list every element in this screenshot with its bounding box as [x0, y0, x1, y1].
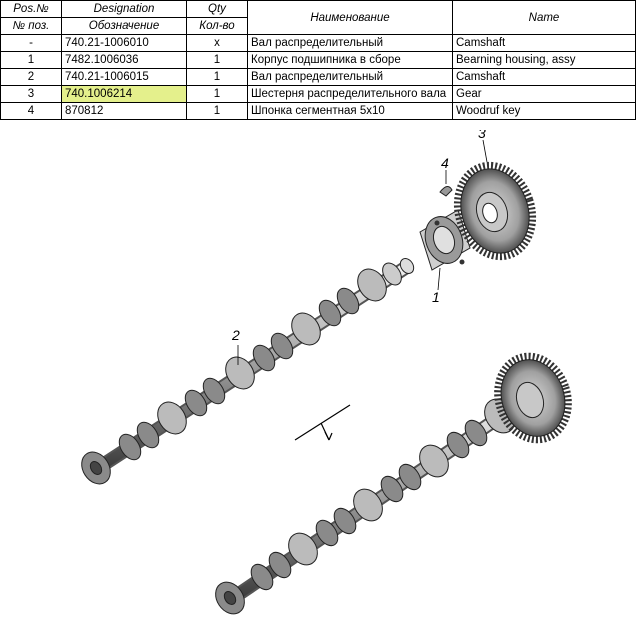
- cell-qty: 1: [186, 85, 248, 103]
- cell-name-en: Bearning housing, assy: [452, 51, 636, 69]
- cell-qty: x: [186, 34, 248, 52]
- table-row: - 740.21-1006010 x Вал распределительный…: [0, 34, 636, 52]
- header-qty-ru: Кол-во: [186, 17, 248, 35]
- cell-name-ru: Вал распределительный: [247, 34, 453, 52]
- woodruff-key: [439, 186, 453, 197]
- table-row: 2 740.21-1006015 1 Вал распределительный…: [0, 68, 636, 86]
- parts-table: Pos.№ Designation Qty Наименование Name …: [0, 0, 636, 120]
- table-row: 4 870812 1 Шпонка сегментная 5x10 Woodru…: [0, 102, 636, 120]
- cell-name-en: Camshaft: [452, 68, 636, 86]
- cell-name-ru: Шпонка сегментная 5x10: [247, 102, 453, 120]
- table-header-row-top: Pos.№ Designation Qty Наименование Name: [0, 0, 636, 35]
- cell-qty: 1: [186, 68, 248, 86]
- cell-name-en: Camshaft: [452, 34, 636, 52]
- table-row-highlighted: 3 740.1006214 1 Шестерня распределительн…: [0, 85, 636, 103]
- cell-designation-highlighted: 740.1006214: [61, 85, 187, 103]
- bearing-housing: [419, 209, 471, 271]
- cell-pos: 2: [0, 68, 62, 86]
- header-name-en: Name: [452, 0, 636, 35]
- cell-designation: 7482.1006036: [61, 51, 187, 69]
- cell-name-en: Gear: [452, 85, 636, 103]
- camshaft-upper: [81, 258, 415, 485]
- camshaft-lower: [215, 352, 572, 615]
- cell-pos: -: [0, 34, 62, 52]
- cell-pos: 4: [0, 102, 62, 120]
- callout-3: 3: [478, 130, 486, 141]
- callout-leaders: [237, 139, 488, 365]
- header-name-ru: Наименование: [247, 0, 453, 35]
- cell-qty: 1: [186, 102, 248, 120]
- cell-name-en: Woodruf key: [452, 102, 636, 120]
- cell-designation: 740.21-1006015: [61, 68, 187, 86]
- header-designation-en: Designation: [61, 0, 187, 18]
- gear-upper: [453, 161, 537, 261]
- cell-pos: 1: [0, 51, 62, 69]
- callout-4: 4: [441, 155, 449, 171]
- direction-arrow: [294, 404, 351, 441]
- header-qty-en: Qty: [186, 0, 248, 18]
- cell-name-ru: Корпус подшипника в сборе: [247, 51, 453, 69]
- table-row: 1 7482.1006036 1 Корпус подшипника в сбо…: [0, 51, 636, 69]
- cell-designation: 870812: [61, 102, 187, 120]
- cell-designation: 740.21-1006010: [61, 34, 187, 52]
- cell-qty: 1: [186, 51, 248, 69]
- callout-1: 1: [432, 289, 440, 305]
- camshaft-exploded-drawing: 1 2 3 4: [81, 130, 572, 615]
- header-pos-ru: № поз.: [0, 17, 62, 35]
- cell-name-ru: Вал распределительный: [247, 68, 453, 86]
- cell-pos: 3: [0, 85, 62, 103]
- header-designation-ru: Обозначение: [61, 17, 187, 35]
- header-pos-en: Pos.№: [0, 0, 62, 18]
- callout-2: 2: [231, 327, 240, 343]
- cell-name-ru: Шестерня распределительного вала: [247, 85, 453, 103]
